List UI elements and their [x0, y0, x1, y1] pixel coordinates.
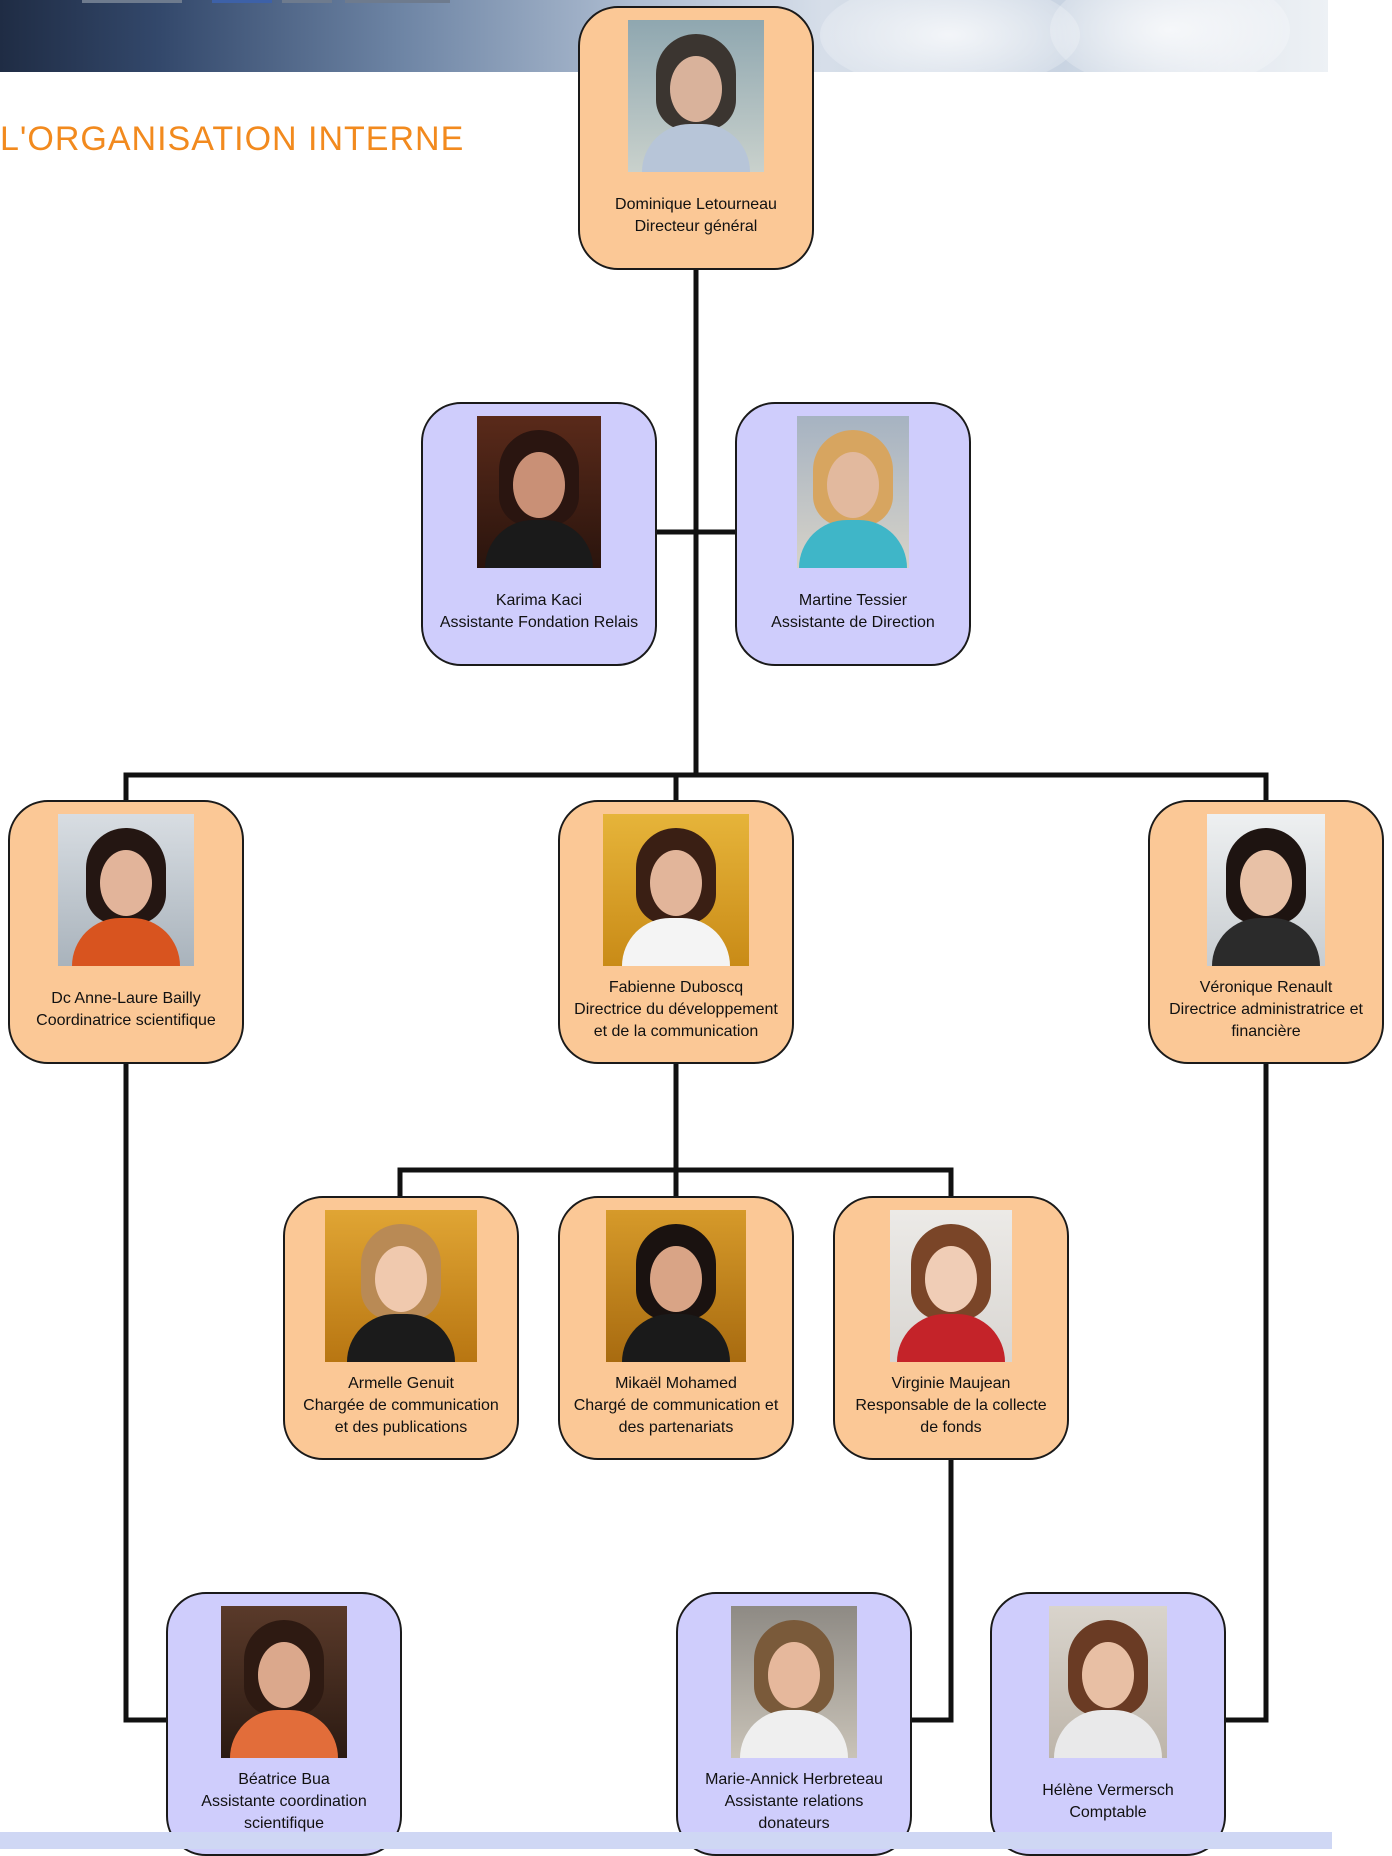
org-node-duboscq: Fabienne Duboscq Directrice du développe… [558, 800, 794, 1064]
person-photo [58, 814, 194, 966]
node-caption: Dc Anne-Laure Bailly Coordinatrice scien… [26, 966, 226, 1062]
person-photo [628, 20, 764, 172]
person-role: Assistante relations donateurs [724, 1793, 864, 1832]
person-name: Véronique Renault [1199, 979, 1333, 996]
node-caption: Karima Kaci Assistante Fondation Relais [430, 568, 648, 664]
person-role: Directrice du développement et de la com… [574, 1001, 778, 1040]
page-title: L'ORGANISATION INTERNE [0, 120, 465, 158]
org-node-genuit: Armelle Genuit Chargée de communication … [283, 1196, 519, 1460]
person-photo [890, 1210, 1012, 1362]
person-photo [1049, 1606, 1167, 1758]
person-role: Responsable de la collecte de fonds [855, 1397, 1047, 1436]
person-name: Dc Anne-Laure Bailly [51, 990, 201, 1007]
person-role: Assistante de Direction [771, 614, 935, 631]
person-photo [606, 1210, 746, 1362]
org-node-kaci: Karima Kaci Assistante Fondation Relais [421, 402, 657, 666]
node-caption: Martine Tessier Assistante de Direction [761, 568, 945, 664]
node-caption: Mikaël Mohamed Chargé de communication e… [560, 1362, 792, 1458]
person-name: Béatrice Bua [238, 1771, 330, 1788]
person-name: Martine Tessier [798, 592, 908, 609]
node-caption: Marie-Annick Herbreteau Assistante relat… [678, 1758, 910, 1854]
person-role: Chargée de communication et des publicat… [303, 1397, 499, 1436]
node-caption: Armelle Genuit Chargée de communication … [285, 1362, 517, 1458]
org-node-mohamed: Mikaël Mohamed Chargé de communication e… [558, 1196, 794, 1460]
person-role: Directrice administratrice et financière [1169, 1001, 1363, 1040]
node-caption: Virginie Maujean Responsable de la colle… [835, 1362, 1067, 1458]
org-node-vermersch: Hélène Vermersch Comptable [990, 1592, 1226, 1856]
person-name: Hélène Vermersch [1042, 1782, 1174, 1799]
banner-decoration [212, 0, 272, 3]
person-name: Mikaël Mohamed [615, 1375, 737, 1392]
person-name: Virginie Maujean [891, 1375, 1011, 1392]
person-name: Dominique Letourneau [615, 196, 777, 213]
node-caption: Véronique Renault Directrice administrat… [1150, 966, 1382, 1062]
banner-decoration [282, 0, 332, 3]
person-photo [603, 814, 749, 966]
person-role: Comptable [1069, 1804, 1147, 1821]
person-photo [797, 416, 909, 568]
person-role: Assistante coordination scientifique [201, 1793, 367, 1832]
node-caption: Dominique Letourneau Directeur général [605, 172, 787, 268]
node-caption: Hélène Vermersch Comptable [1032, 1758, 1184, 1854]
person-role: Assistante Fondation Relais [439, 614, 639, 631]
org-node-herbreteau: Marie-Annick Herbreteau Assistante relat… [676, 1592, 912, 1856]
connector-maujean-to-herbreteau [909, 1457, 954, 1723]
banner-decoration [82, 0, 182, 3]
banner-cloud [1050, 0, 1290, 72]
person-name: Fabienne Duboscq [608, 979, 744, 996]
org-node-bua: Béatrice Bua Assistante coordination sci… [166, 1592, 402, 1856]
connector-renault-to-vermersch [1223, 1061, 1269, 1723]
connector-bailly-to-bua [123, 1061, 169, 1723]
person-name: Marie-Annick Herbreteau [705, 1771, 883, 1788]
org-node-tessier: Martine Tessier Assistante de Direction [735, 402, 971, 666]
org-node-renault: Véronique Renault Directrice administrat… [1148, 800, 1384, 1064]
person-photo [731, 1606, 857, 1758]
banner-cloud [820, 0, 1080, 72]
org-node-letourneau: Dominique Letourneau Directeur général [578, 6, 814, 270]
person-role: Coordinatrice scientifique [36, 1012, 216, 1029]
org-node-bailly: Dc Anne-Laure Bailly Coordinatrice scien… [8, 800, 244, 1064]
footer-bar [0, 1832, 1332, 1849]
banner-decoration [345, 0, 450, 3]
person-name: Armelle Genuit [348, 1375, 454, 1392]
person-photo [221, 1606, 347, 1758]
org-node-maujean: Virginie Maujean Responsable de la colle… [833, 1196, 1069, 1460]
node-caption: Béatrice Bua Assistante coordination sci… [168, 1758, 400, 1854]
person-name: Karima Kaci [495, 592, 583, 609]
person-photo [477, 416, 601, 568]
person-role: Directeur général [634, 218, 758, 235]
person-photo [325, 1210, 477, 1362]
node-caption: Fabienne Duboscq Directrice du développe… [560, 966, 792, 1062]
person-role: Chargé de communication et des partenari… [573, 1397, 779, 1436]
person-photo [1207, 814, 1325, 966]
